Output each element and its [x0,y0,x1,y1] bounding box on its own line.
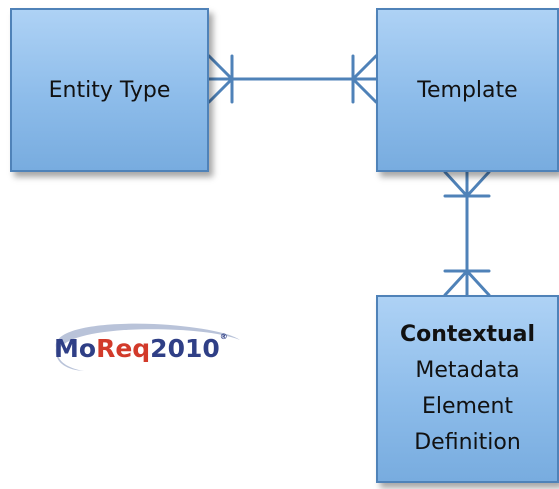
moreq2010-logo: MoReq2010® [44,318,256,374]
cmed-label-line2: Metadata [415,358,520,383]
cmed-label-line4: Definition [414,430,521,455]
logo-text-year: 2010 [150,334,220,363]
logo-registered-mark: ® [219,332,228,341]
logo-text-req: Req [96,334,151,363]
crowsfoot-entity-side [207,54,234,104]
crowsfoot-template-side [351,54,378,104]
contextual-metadata-element-definition-box: Contextual Metadata Element Definition [376,295,559,483]
crowsfoot-template-bottom [443,170,491,198]
template-box: Template [376,8,559,172]
logo-text-mo: Mo [54,334,97,363]
entity-type-label: Entity Type [48,77,171,103]
cmed-label-line3: Element [421,394,514,419]
cmed-label-line1: Contextual [399,322,536,347]
entity-type-box: Entity Type [10,8,209,172]
template-label: Template [417,77,518,103]
crowsfoot-cmed-top [443,269,491,297]
